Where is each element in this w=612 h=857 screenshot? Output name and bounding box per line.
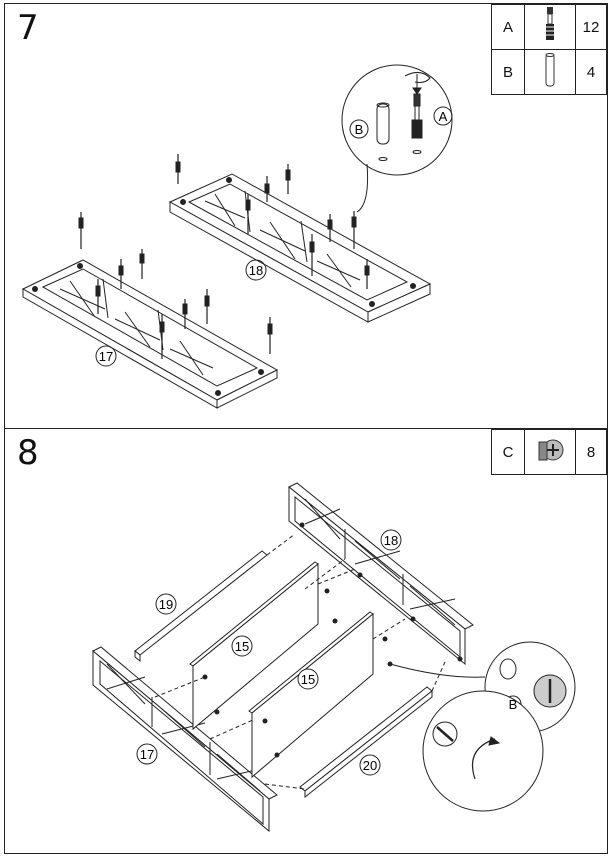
part-label-15: 15 — [235, 639, 249, 654]
frame-18 — [168, 173, 432, 323]
part-label-17: 17 — [99, 349, 113, 364]
cam-lock-icon — [524, 429, 576, 475]
part-qty: 12 — [575, 4, 607, 50]
callout-label-b: B — [355, 122, 364, 137]
frame-17 — [92, 646, 278, 833]
part-label-15: 15 — [301, 672, 315, 687]
parts-table: C 8 — [491, 429, 607, 475]
part-qty: 4 — [575, 49, 607, 95]
cam-bolt-icon — [524, 4, 576, 50]
part-label-19: 19 — [159, 597, 173, 612]
step-number: 8 — [17, 433, 39, 473]
parts-row: A 12 — [491, 4, 607, 50]
frame-17 — [21, 259, 279, 409]
part-letter: B — [491, 49, 525, 95]
step-number: 7 — [17, 8, 39, 48]
part-label-18: 18 — [249, 263, 263, 278]
part-label-20: 20 — [363, 758, 377, 773]
step-7-panel: 7 A 12 B 4 — [4, 3, 608, 429]
assembly-illustration-step7: B A 18 17 — [21, 64, 453, 409]
wooden-dowel-icon — [524, 49, 576, 95]
frame-18 — [288, 482, 474, 666]
callout-label-a: A — [439, 109, 448, 124]
callout-label-b: B — [509, 697, 518, 712]
part-label-18: 18 — [384, 533, 398, 548]
assembly-illustration-step8: B 18 19 15 15 17 20 — [92, 482, 576, 833]
part-label-17: 17 — [140, 747, 154, 762]
part-qty: 8 — [575, 429, 607, 475]
step-8-panel: 8 C 8 — [4, 428, 608, 854]
parts-table: A 12 B 4 — [491, 4, 607, 95]
parts-row: C 8 — [491, 429, 607, 475]
parts-row: B 4 — [491, 49, 607, 95]
